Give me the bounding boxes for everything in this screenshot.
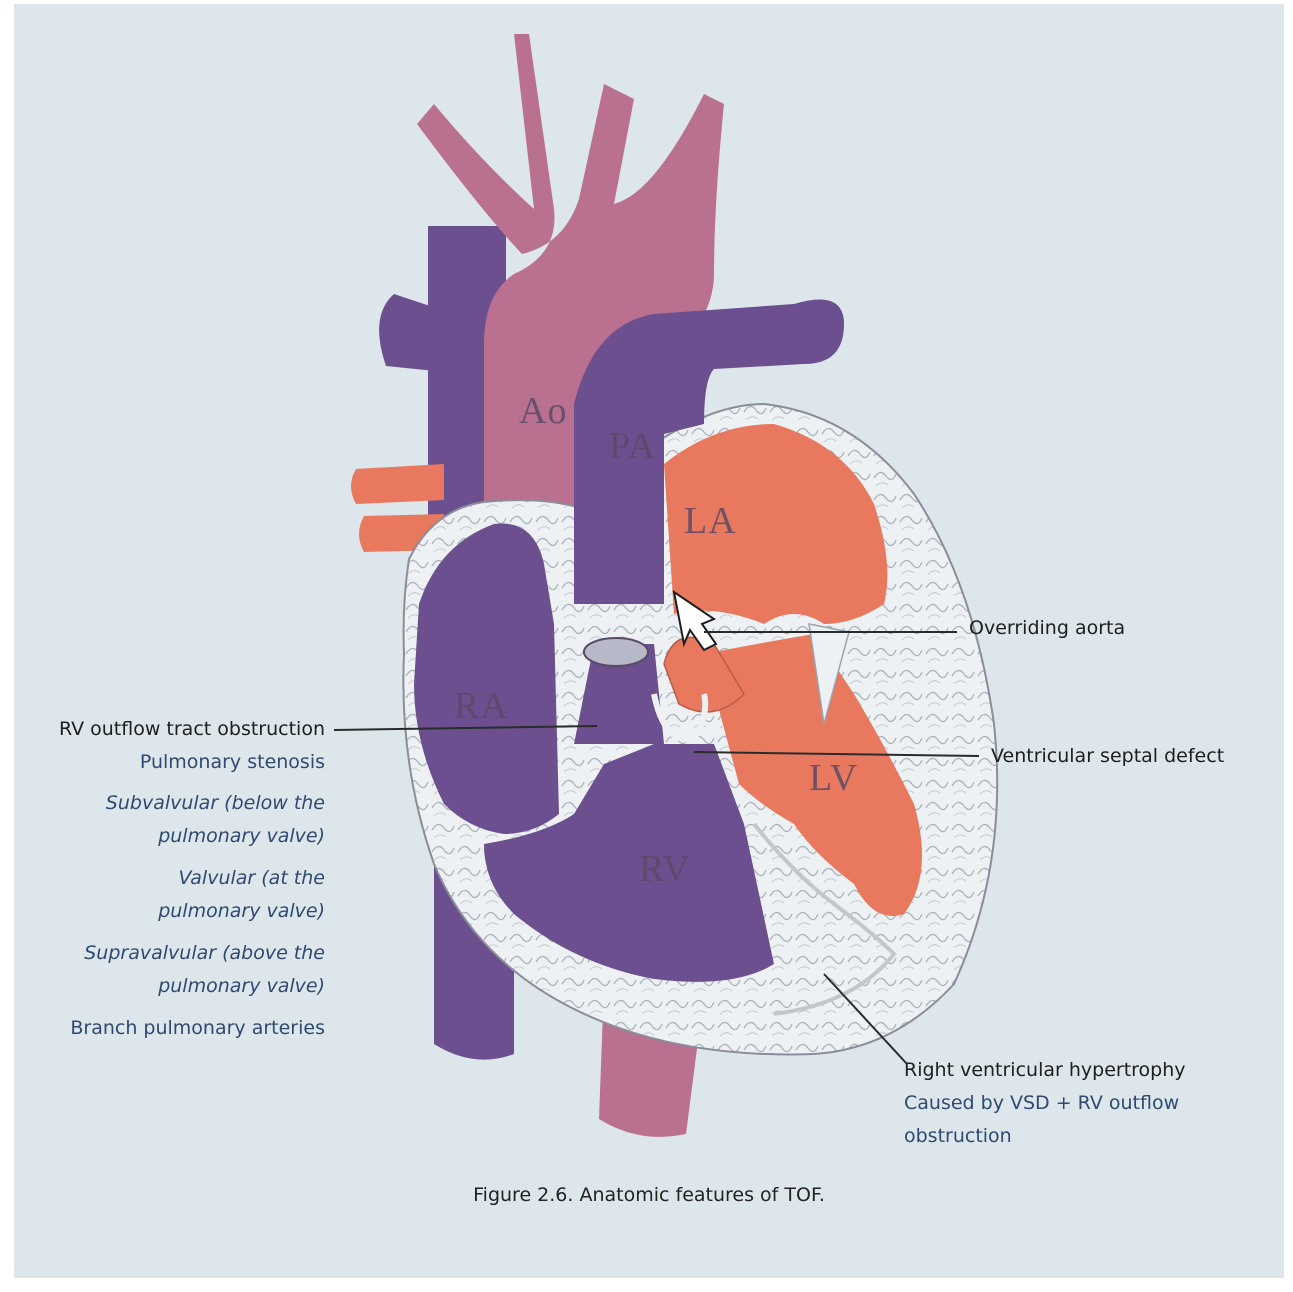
annotation-rvot-title: RV outflow tract obstruction bbox=[58, 718, 325, 740]
annotation-valvular: Valvular (at the bbox=[178, 867, 326, 889]
pulmonary-artery bbox=[574, 299, 844, 604]
label-ra: RA bbox=[454, 685, 509, 727]
annotation-supravalvular-cont: pulmonary valve) bbox=[158, 975, 325, 997]
right-atrium bbox=[414, 523, 559, 834]
septal-rim bbox=[651, 693, 709, 743]
heart-diagram bbox=[333, 34, 999, 1137]
rv-outflow bbox=[574, 644, 664, 744]
overriding-aorta-arrow bbox=[672, 589, 718, 652]
annotation-subvalvular: Subvalvular (below the bbox=[105, 792, 325, 814]
pulmonary-vein-left-upper bbox=[351, 464, 444, 504]
annotation-valvular-cont: pulmonary valve) bbox=[158, 900, 325, 922]
aortic-root bbox=[663, 636, 745, 713]
figure-caption: Figure 2.6. Anatomic features of TOF. bbox=[473, 1184, 825, 1206]
label-lv: LV bbox=[809, 757, 859, 799]
label-ao: Ao bbox=[519, 390, 568, 432]
left-atrium bbox=[664, 424, 888, 624]
annotation-pulmonary-stenosis: Pulmonary stenosis bbox=[139, 751, 325, 773]
leader-rvot bbox=[333, 725, 598, 731]
label-la: LA bbox=[684, 500, 737, 542]
pulmonary-valve bbox=[583, 637, 649, 667]
mitral-leaflet bbox=[808, 623, 850, 725]
annotation-rvh-cause-cont: obstruction bbox=[904, 1125, 1012, 1147]
right-ventricle bbox=[484, 744, 774, 982]
leader-vsd bbox=[693, 751, 980, 757]
label-rv: RV bbox=[639, 848, 691, 890]
annotation-subvalvular-cont: pulmonary valve) bbox=[158, 825, 325, 847]
annotation-overriding-aorta: Overriding aorta bbox=[969, 617, 1126, 639]
annotation-vsd: Ventricular septal defect bbox=[991, 745, 1225, 767]
annotation-branch-pa: Branch pulmonary arteries bbox=[70, 1017, 325, 1039]
label-pa: PA bbox=[609, 425, 657, 467]
annotation-rvh-title: Right ventricular hypertrophy bbox=[904, 1059, 1186, 1081]
leader-rvh bbox=[823, 973, 908, 1065]
left-ventricle bbox=[704, 634, 922, 916]
rv-hypertrophy-accent bbox=[752, 822, 897, 1016]
annotation-supravalvular: Supravalvular (above the bbox=[84, 942, 325, 964]
figure-page: Ao PA LA RA LV RV Overriding aorta Ventr… bbox=[14, 4, 1284, 1278]
annotation-rvh-cause: Caused by VSD + RV outflow bbox=[904, 1092, 1180, 1114]
left-pulmonary-branch bbox=[379, 294, 484, 376]
